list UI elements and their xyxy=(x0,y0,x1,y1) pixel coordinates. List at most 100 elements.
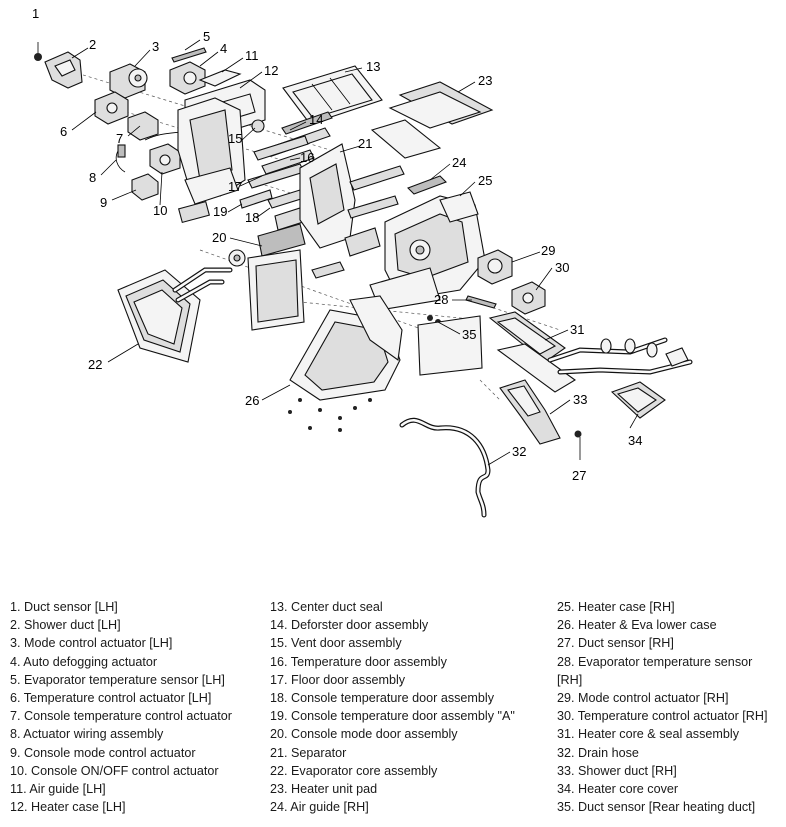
legend-item: 33. Shower duct [RH] xyxy=(557,763,677,778)
part-heater-core-cover xyxy=(610,381,666,419)
part-temperature-door xyxy=(261,149,315,175)
callout-4: 4 xyxy=(220,41,227,56)
callout-12: 12 xyxy=(264,63,278,78)
callout-10: 10 xyxy=(153,203,167,218)
legend-item: 23. Heater unit pad xyxy=(270,782,378,797)
legend-item: 13. Center duct seal xyxy=(270,600,383,614)
callout-leaders xyxy=(71,39,639,466)
callout-27: 27 xyxy=(572,468,586,483)
part-heater-unit-pad xyxy=(388,81,494,129)
legend-item: 19. Console temperature door assembly "A… xyxy=(270,709,515,724)
legend-item: 9. Console mode control actuator xyxy=(10,745,196,760)
part-auto-defogging-actuator xyxy=(169,61,206,95)
legend-item: 1. Duct sensor [LH] xyxy=(10,600,118,614)
callout-19: 19 xyxy=(213,204,227,219)
callout-7: 7 xyxy=(116,131,123,146)
part-air-guide-lh xyxy=(198,69,242,87)
exploded-view-diagram: 1 2 3 4 5 6 7 8 9 10 11 12 13 14 15 16 1… xyxy=(32,6,693,518)
part-console-temp-control-actuator xyxy=(127,111,159,141)
legend-item: 26. Heater & Eva lower case xyxy=(557,618,717,633)
callout-22: 22 xyxy=(88,357,102,372)
callout-34: 34 xyxy=(628,433,642,448)
part-duct-sensor-lh xyxy=(34,42,42,61)
legend-item: 34. Heater core cover xyxy=(557,782,679,797)
callout-16: 16 xyxy=(300,150,314,165)
legend-item: 8. Actuator wiring assembly xyxy=(10,727,164,742)
part-pad-strip xyxy=(370,119,442,159)
part-center-duct-seal xyxy=(282,65,383,125)
part-heater-case-rh xyxy=(369,191,486,311)
part-console-mode-door xyxy=(228,223,306,267)
callout-5: 5 xyxy=(203,29,210,44)
callout-13: 13 xyxy=(366,59,380,74)
part-evaporator-core xyxy=(117,267,233,363)
callout-25: 25 xyxy=(478,173,492,188)
part-rear-duct-block xyxy=(417,315,483,376)
legend-item: 6. Temperature control actuator [LH] xyxy=(10,691,212,706)
part-temp-control-actuator-lh xyxy=(94,91,129,125)
part-rear-panel xyxy=(247,249,305,331)
callout-33: 33 xyxy=(573,392,587,407)
callout-29: 29 xyxy=(541,243,555,258)
legend-item: 3. Mode control actuator [LH] xyxy=(10,636,173,651)
part-heater-core xyxy=(488,311,693,393)
part-console-mode-control-actuator xyxy=(131,173,159,201)
callout-8: 8 xyxy=(89,170,96,185)
lower-case-screws xyxy=(288,398,372,432)
legend-item: 7. Console temperature control actuator xyxy=(10,709,232,724)
callout-3: 3 xyxy=(152,39,159,54)
part-duct-sensor-rh xyxy=(574,430,582,460)
part-evap-temp-sensor-lh xyxy=(171,47,207,63)
legend-column-1: 1. Duct sensor [LH]2. Shower duct [LH]3.… xyxy=(10,598,232,816)
callout-9: 9 xyxy=(100,195,107,210)
part-air-guide-rh xyxy=(407,175,447,195)
part-center-doors xyxy=(311,165,405,279)
callout-21: 21 xyxy=(358,136,372,151)
legend-item: [RH] xyxy=(557,672,583,687)
part-vent-door xyxy=(251,119,309,161)
part-evap-temp-sensor-rh xyxy=(465,295,497,309)
part-mode-control-actuator-lh xyxy=(109,63,148,99)
part-shower-duct-rh xyxy=(499,379,561,445)
callout-30: 30 xyxy=(555,260,569,275)
callout-18: 18 xyxy=(245,210,259,225)
callout-numbers: 1 2 3 4 5 6 7 8 9 10 11 12 13 14 15 16 1… xyxy=(32,6,642,483)
legend-item: 31. Heater core & seal assembly xyxy=(557,727,739,742)
part-drain-hose xyxy=(399,417,491,518)
legend-column-3: 25. Heater case [RH] 26. Heater & Eva low… xyxy=(557,598,767,816)
legend-item: 4. Auto defogging actuator xyxy=(10,654,158,669)
legend-item: 11. Air guide [LH] xyxy=(10,782,106,797)
legend-item: 22. Evaporator core assembly xyxy=(270,763,438,778)
legend-item: 35. Duct sensor [Rear heating duct] xyxy=(557,800,756,815)
part-temp-control-actuator-rh xyxy=(511,281,546,315)
callout-2: 2 xyxy=(89,37,96,52)
callout-14: 14 xyxy=(309,112,323,127)
part-shower-duct-lh xyxy=(44,51,83,89)
legend-item: 32. Drain hose xyxy=(557,745,639,760)
legend-item: 25. Heater case [RH] xyxy=(557,600,675,614)
callout-15: 15 xyxy=(228,131,242,146)
legend-item: 5. Evaporator temperature sensor [LH] xyxy=(10,672,225,687)
callout-6: 6 xyxy=(60,124,67,139)
callout-35: 35 xyxy=(462,327,476,342)
part-main-left-housing xyxy=(177,97,246,224)
part-mode-control-actuator-rh xyxy=(477,249,513,285)
callout-1: 1 xyxy=(32,6,39,21)
callout-23: 23 xyxy=(478,73,492,88)
legend-item: 18. Console temperature door assembly xyxy=(270,691,495,706)
callout-32: 32 xyxy=(512,444,526,459)
legend-item: 27. Duct sensor [RH] xyxy=(557,636,674,651)
callout-28: 28 xyxy=(434,292,448,307)
part-lower-case xyxy=(289,295,403,401)
legend-item: 14. Deforster door assembly xyxy=(270,618,429,633)
legend-item: 21. Separator xyxy=(270,745,347,760)
legend-item: 28. Evaporator temperature sensor xyxy=(557,654,753,669)
legend-item: 24. Air guide [RH] xyxy=(270,800,369,815)
legend-item: 20. Console mode door assembly xyxy=(270,727,458,742)
part-console-onoff-actuator xyxy=(149,143,181,175)
legend-item: 12. Heater case [LH] xyxy=(10,800,126,815)
callout-17: 17 xyxy=(228,179,242,194)
callout-24: 24 xyxy=(452,155,466,170)
part-console-temp-door-a xyxy=(239,189,273,209)
legend-item: 10. Console ON/OFF control actuator xyxy=(10,763,219,778)
